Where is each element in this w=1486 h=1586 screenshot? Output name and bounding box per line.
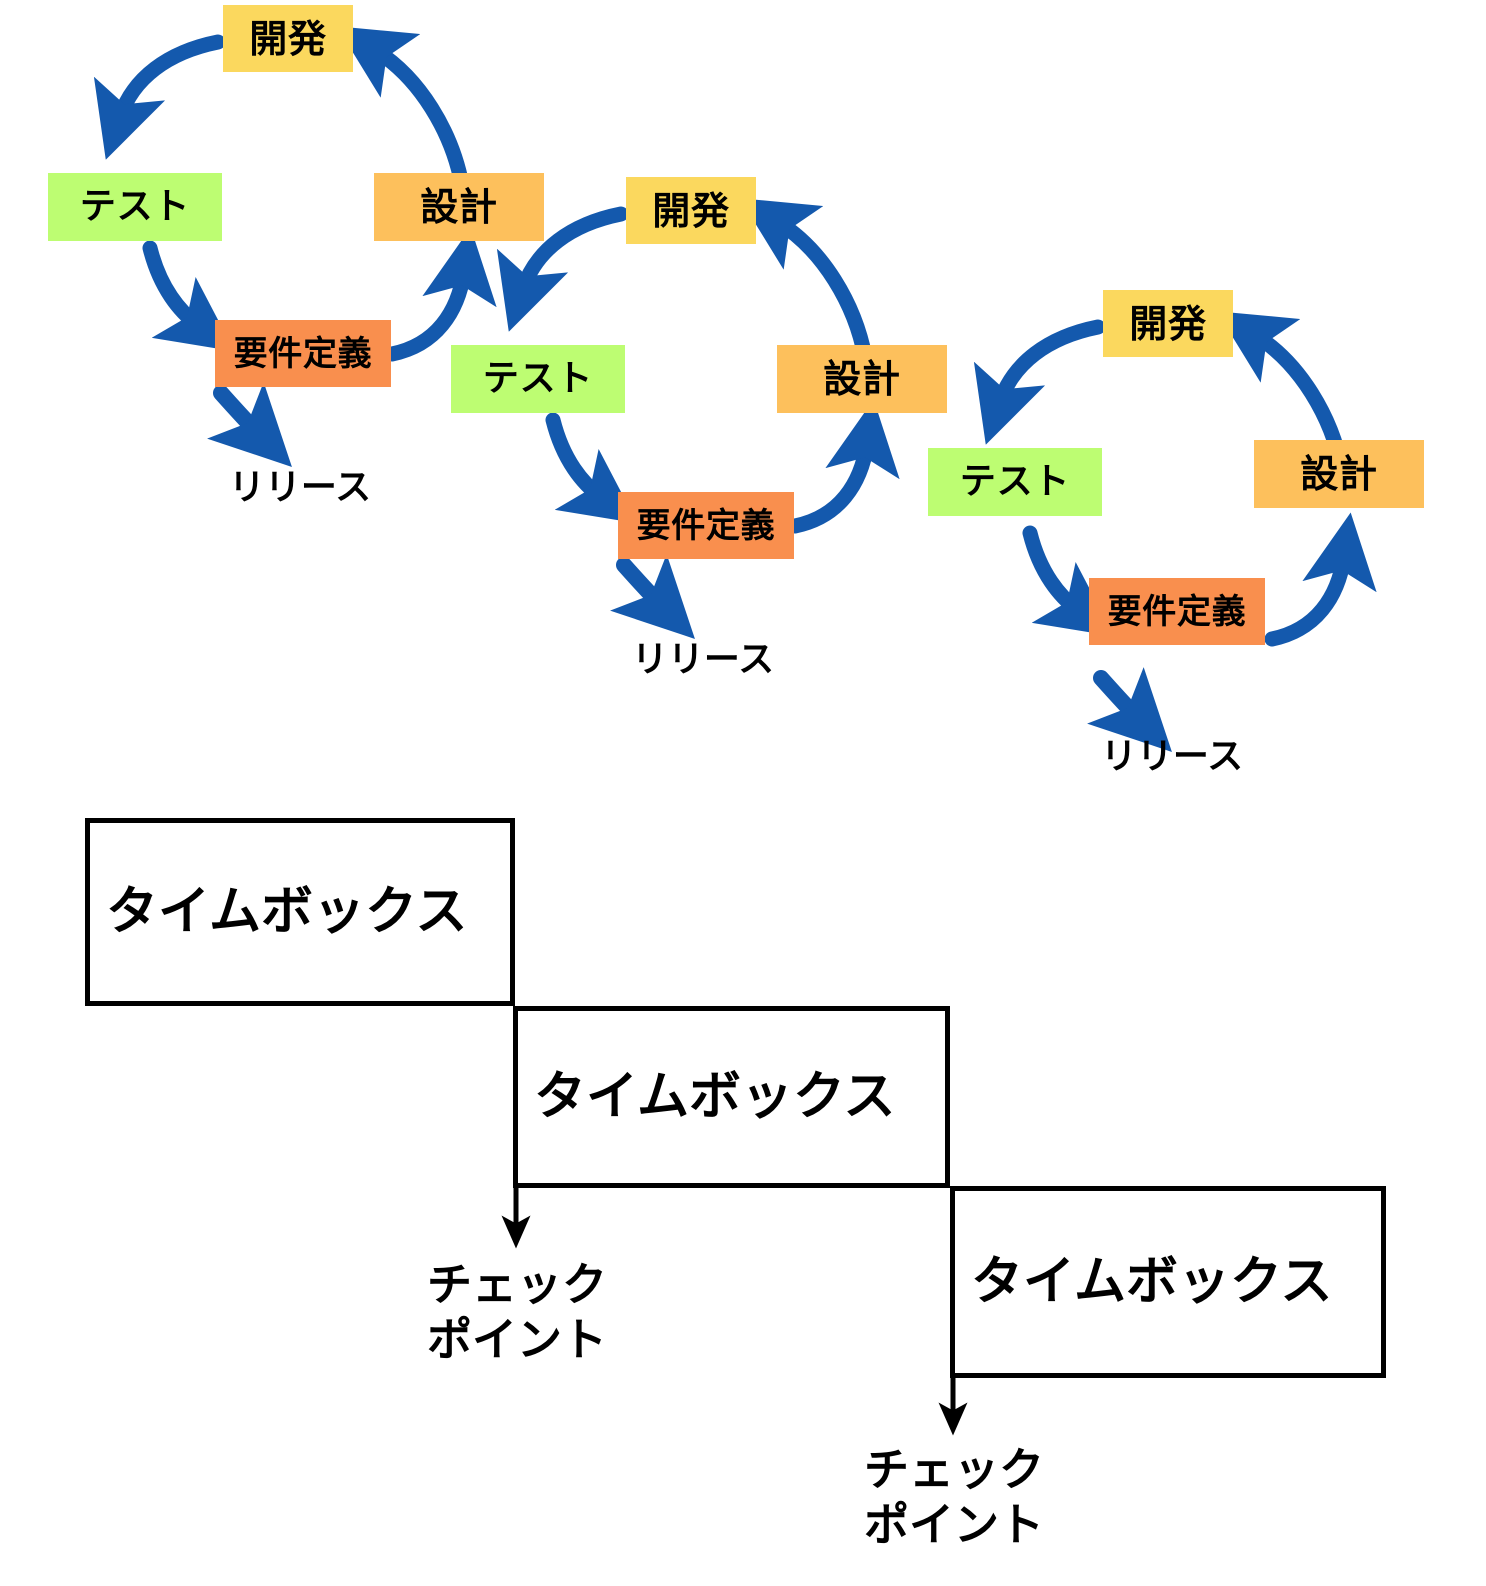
cycle-3-release-label: リリース [1100,736,1244,777]
cycle-3-phase-development[interactable]: 開発 [1103,290,1233,357]
arrow-design-to-development [739,198,873,365]
arrow-requirements-to-release [1087,667,1172,752]
cycle-3-arrows [973,311,1377,752]
arrow-design-to-development [336,26,470,193]
arrow-test-to-requirements [1022,525,1115,637]
phase-label: 要件定義 [1107,591,1247,632]
phase-label: 設計 [1300,452,1378,496]
arrow-test-to-requirements [545,412,638,524]
cycle-2-release-label: リリース [631,639,775,680]
phase-label: 開発 [652,188,730,233]
arrow-requirements-to-release [610,554,695,639]
timebox-2[interactable]: タイムボックス [513,1006,950,1188]
timebox-3[interactable]: タイムボックス [950,1186,1386,1378]
cycle-2-phase-test[interactable]: テスト [451,345,625,413]
timebox-label: タイムボックス [106,882,468,942]
phase-label: テスト [482,358,594,399]
cycle-1-phase-requirements[interactable]: 要件定義 [215,320,391,387]
arrow-development-to-test [973,319,1106,445]
phase-label: 要件定義 [233,333,373,374]
phase-label: 要件定義 [636,505,776,546]
phase-label: 設計 [823,357,901,401]
phase-label: 設計 [420,185,498,229]
phase-label: 開発 [249,16,327,61]
phase-label: 開発 [1129,301,1207,346]
cycle-3-phase-requirements[interactable]: 要件定義 [1089,578,1265,645]
cycle-2-phase-design[interactable]: 設計 [777,345,947,413]
cycle-2-phase-requirements[interactable]: 要件定義 [618,492,794,559]
timebox-label: タイムボックス [971,1252,1333,1312]
arrow-requirements-to-release [207,382,292,467]
cycle-1-phase-test[interactable]: テスト [48,173,222,241]
checkpoint-2-label: チェック ポイント [863,1443,1044,1551]
arrow-development-to-test [93,34,226,160]
phase-label: テスト [79,186,191,227]
timebox-label: タイムボックス [534,1067,896,1127]
arrow-requirements-to-design [787,399,900,534]
cycle-1-release-label: リリース [228,467,372,508]
phase-label: テスト [959,461,1071,502]
cycle-2-phase-development[interactable]: 開発 [626,177,756,244]
arrow-requirements-to-design [1264,512,1377,647]
arrow-requirements-to-design [384,227,497,362]
cycle-3-phase-test[interactable]: テスト [928,448,1102,516]
arrow-test-to-requirements [142,240,235,352]
cycle-1-phase-development[interactable]: 開発 [223,5,353,72]
timebox-1[interactable]: タイムボックス [85,818,515,1006]
checkpoint-1-label: チェック ポイント [426,1258,607,1366]
cycle-3-phase-design[interactable]: 設計 [1254,440,1424,508]
cycle-1-phase-design[interactable]: 設計 [374,173,544,241]
